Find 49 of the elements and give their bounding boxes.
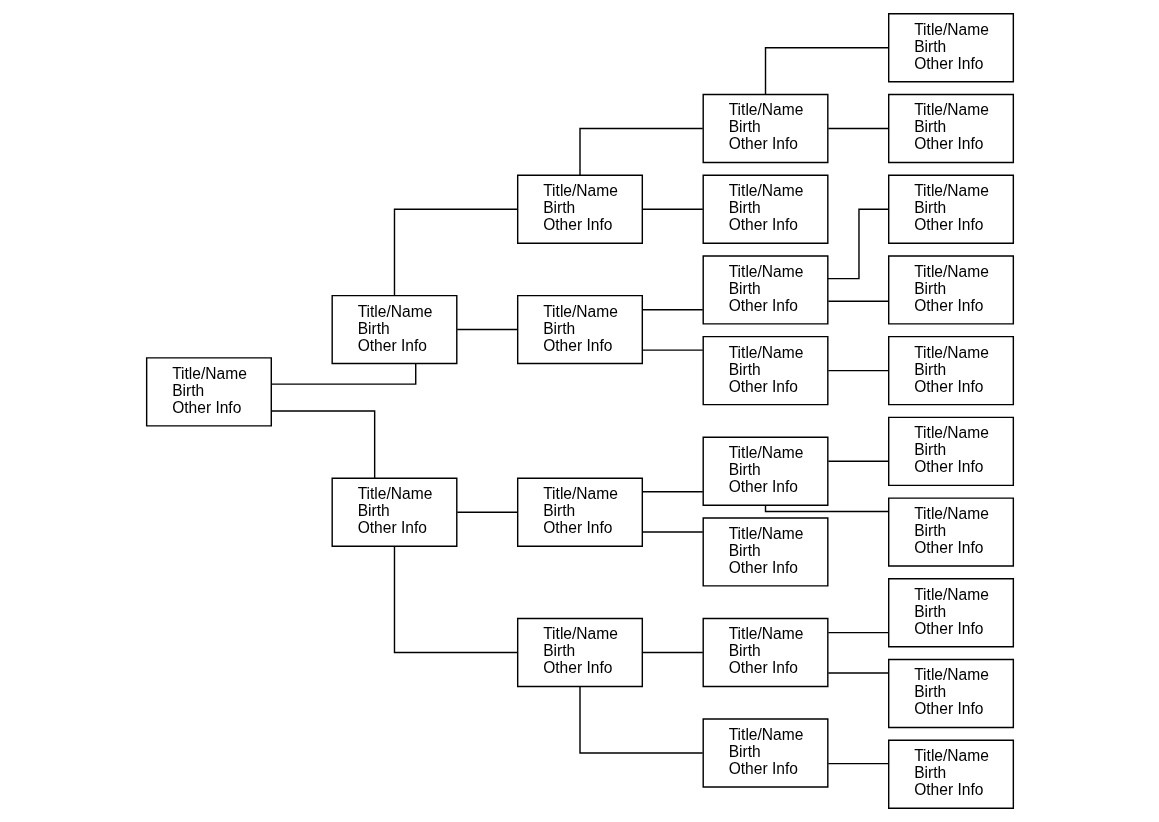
node-box: Title/Name Birth Other Info [702, 617, 829, 688]
node-box: Title/Name Birth Other Info [702, 174, 829, 244]
node-box: Title/Name Birth Other Info [887, 13, 1014, 83]
connector [827, 460, 889, 462]
connector [764, 504, 889, 513]
node-box: Title/Name Birth Other Info [702, 517, 829, 587]
connector [270, 363, 416, 385]
node-box: Title/Name Birth Other Info [887, 739, 1014, 809]
node-box: Title/Name Birth Other Info [516, 477, 643, 547]
node-box: Title/Name Birth Other Info [887, 497, 1014, 567]
node-box: Title/Name Birth Other Info [702, 335, 829, 406]
node-box: Title/Name Birth Other Info [516, 294, 643, 365]
node-box: Title/Name Birth Other Info [887, 658, 1014, 729]
node-box: Title/Name Birth Other Info [887, 255, 1014, 325]
node-box: Title/Name Birth Other Info [702, 93, 829, 164]
node-box: Title/Name Birth Other Info [887, 335, 1014, 406]
connector [827, 369, 889, 372]
node-box: Title/Name Birth Other Info [702, 718, 829, 788]
connector [456, 328, 518, 331]
connector [641, 208, 703, 210]
node-box: Title/Name Birth Other Info [887, 93, 1014, 164]
connector [641, 531, 703, 533]
node-box: Title/Name Birth Other Info [887, 416, 1014, 487]
node-box: Title/Name Birth Other Info [330, 477, 457, 547]
connector [827, 127, 889, 130]
connector [270, 410, 375, 479]
node-box: Title/Name Birth Other Info [516, 174, 643, 244]
node-box: Title/Name Birth Other Info [145, 357, 272, 427]
connector [827, 300, 889, 302]
node-box: Title/Name Birth Other Info [516, 617, 643, 688]
connector [827, 631, 889, 634]
connector [641, 651, 703, 654]
connector [641, 309, 703, 311]
connector [393, 208, 518, 297]
connector [764, 47, 889, 95]
node-box: Title/Name Birth Other Info [887, 578, 1014, 648]
connector [641, 491, 703, 493]
connector [456, 511, 518, 513]
connector [827, 762, 889, 765]
connector [826, 208, 889, 280]
node-box: Title/Name Birth Other Info [702, 436, 829, 506]
connector [641, 349, 703, 351]
node-box: Title/Name Birth Other Info [330, 294, 457, 365]
connector [393, 545, 518, 654]
node-box: Title/Name Birth Other Info [702, 255, 829, 325]
node-box: Title/Name Birth Other Info [887, 174, 1014, 244]
connector [578, 127, 703, 176]
connector [578, 685, 703, 754]
connector [827, 672, 889, 674]
